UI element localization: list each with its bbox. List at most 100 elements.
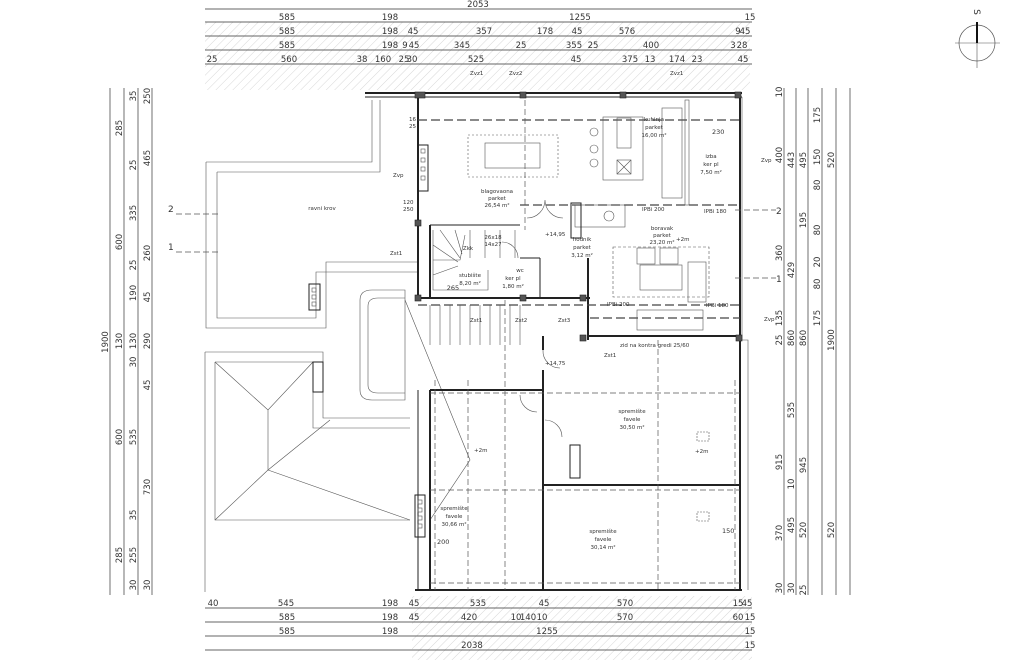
dimension-right: 80 [813,225,823,236]
hall-area: 3,12 m² [571,252,593,259]
dining-table [467,134,559,178]
dimension-top: 9 [402,41,407,51]
dimension-right: 20 [813,257,823,268]
stairs-code: Zkk [463,246,474,252]
dimension-bottom: 545 [278,599,294,609]
dimension-right: 520 [827,152,837,168]
dimension-top: 38 [357,55,368,65]
height-2m-a: +2m [676,237,689,243]
dimension-top: 400 [643,41,659,51]
store1-sub: favele [624,417,641,423]
dining-floor: parket [488,196,506,202]
dimension-left: 250 [143,88,153,104]
dimension-right: 429 [787,262,797,278]
dimension-right: 195 [799,212,809,228]
dimension-bottom: 15 [733,599,744,609]
dimension-top: 25 [207,55,218,65]
beam-grid [418,100,740,590]
dimension-top: 9 [735,27,740,37]
dimension-top: 525 [468,55,484,65]
dimension-top: 576 [619,27,635,37]
dimension-left: 190 [129,285,139,301]
dimension-bottom: 45 [409,599,420,609]
dimension-top: 3 [730,41,735,51]
dimension-right: 30 [775,583,785,594]
dimension-top: 585 [279,13,295,23]
dimension-bottom: 60 [733,613,744,623]
dimension-top: 13 [645,55,656,65]
hall-floor: parket [573,245,591,251]
dimension-left: 25 [129,160,139,171]
pantry-name: izba [705,154,716,160]
kitchen-island [589,99,690,206]
dimension-top: 45 [572,27,583,37]
dimension-right: 370 [775,525,785,541]
dimension-top: 560 [281,55,297,65]
section-1-left: 1 [168,243,174,253]
stairs-area: 8,20 m² [459,280,481,287]
dimension-top: 198 [382,41,398,51]
north-arrow: S [955,9,1000,68]
dimension-left: 130 [115,333,125,349]
dimension-top: 25 [588,41,599,51]
dimension-bottom: 40 [208,599,219,609]
dimension-right: 10 [775,87,785,98]
zst2: Zst2 [515,318,527,324]
north-label: S [971,9,981,15]
wc-name: wc [516,268,524,274]
dimension-bottom: 10 [511,613,522,623]
dimension-left: 260 [143,245,153,261]
dimension-bottom: 198 [382,627,398,637]
ipbi200-a: IPBi 200 [642,207,665,213]
dimension-top: 45 [409,41,420,51]
staircase [429,199,710,522]
dimension-bottom: 2038 [461,641,483,651]
living-name: boravak [651,226,674,232]
dimension-right: 945 [799,457,809,473]
zvz1-b: Zvz1 [670,71,683,77]
annotations: zid na kontra gredi 25/60 +14,95 +14,75 … [390,71,775,546]
wc-floor: ker pl [505,276,521,282]
dimension-left: 30 [143,580,153,591]
dimension-top: 28 [737,41,748,51]
dim-25: 25 [409,124,416,130]
stairs-width: 265 [447,284,459,292]
dimension-left: 335 [129,205,139,221]
dimension-top: 160 [375,55,391,65]
dimension-right: 520 [827,522,837,538]
hatch-top [205,22,750,90]
dimension-bottom: 585 [279,613,295,623]
store2-area: 30,66 m² [441,521,466,528]
dimension-bottom: 45 [539,599,550,609]
dim-250: 250 [403,207,414,213]
store2-name: spremište [440,505,468,512]
section-2-right: 2 [776,207,782,217]
beam-note: zid na kontra gredi 25/60 [620,343,690,349]
section-markers: 2 1 2 1 [168,205,782,285]
level-2: +14,75 [545,361,566,367]
dimension-right: 25 [775,335,785,346]
dimension-left: 1900 [101,331,111,353]
dimension-right: 360 [775,245,785,261]
dimension-left: 30 [129,357,139,368]
store1-name: spremište [618,408,646,415]
dining-area: 26,54 m² [484,202,509,209]
hatch-bottom [412,596,752,660]
dimension-bottom: 15 [745,641,756,651]
dimension-top: 355 [566,41,582,51]
dimension-left: 730 [143,479,153,495]
dimension-left: 30 [129,580,139,591]
zst1-b: Zst1 [470,318,482,324]
dimension-bottom: 45 [742,599,753,609]
dimension-right: 25 [799,585,809,596]
dimension-top: 25 [516,41,527,51]
dimension-right: 135 [775,310,785,326]
dim-150: 150 [722,527,734,535]
pantry-floor: ker pl [703,162,719,168]
dimension-top: 585 [279,41,295,51]
dimension-right: 495 [799,152,809,168]
zvz1-a: Zvz1 [470,71,483,77]
dimension-right: 80 [813,279,823,290]
roof-label: ravni krov [308,206,336,212]
dimension-left: 285 [115,120,125,136]
